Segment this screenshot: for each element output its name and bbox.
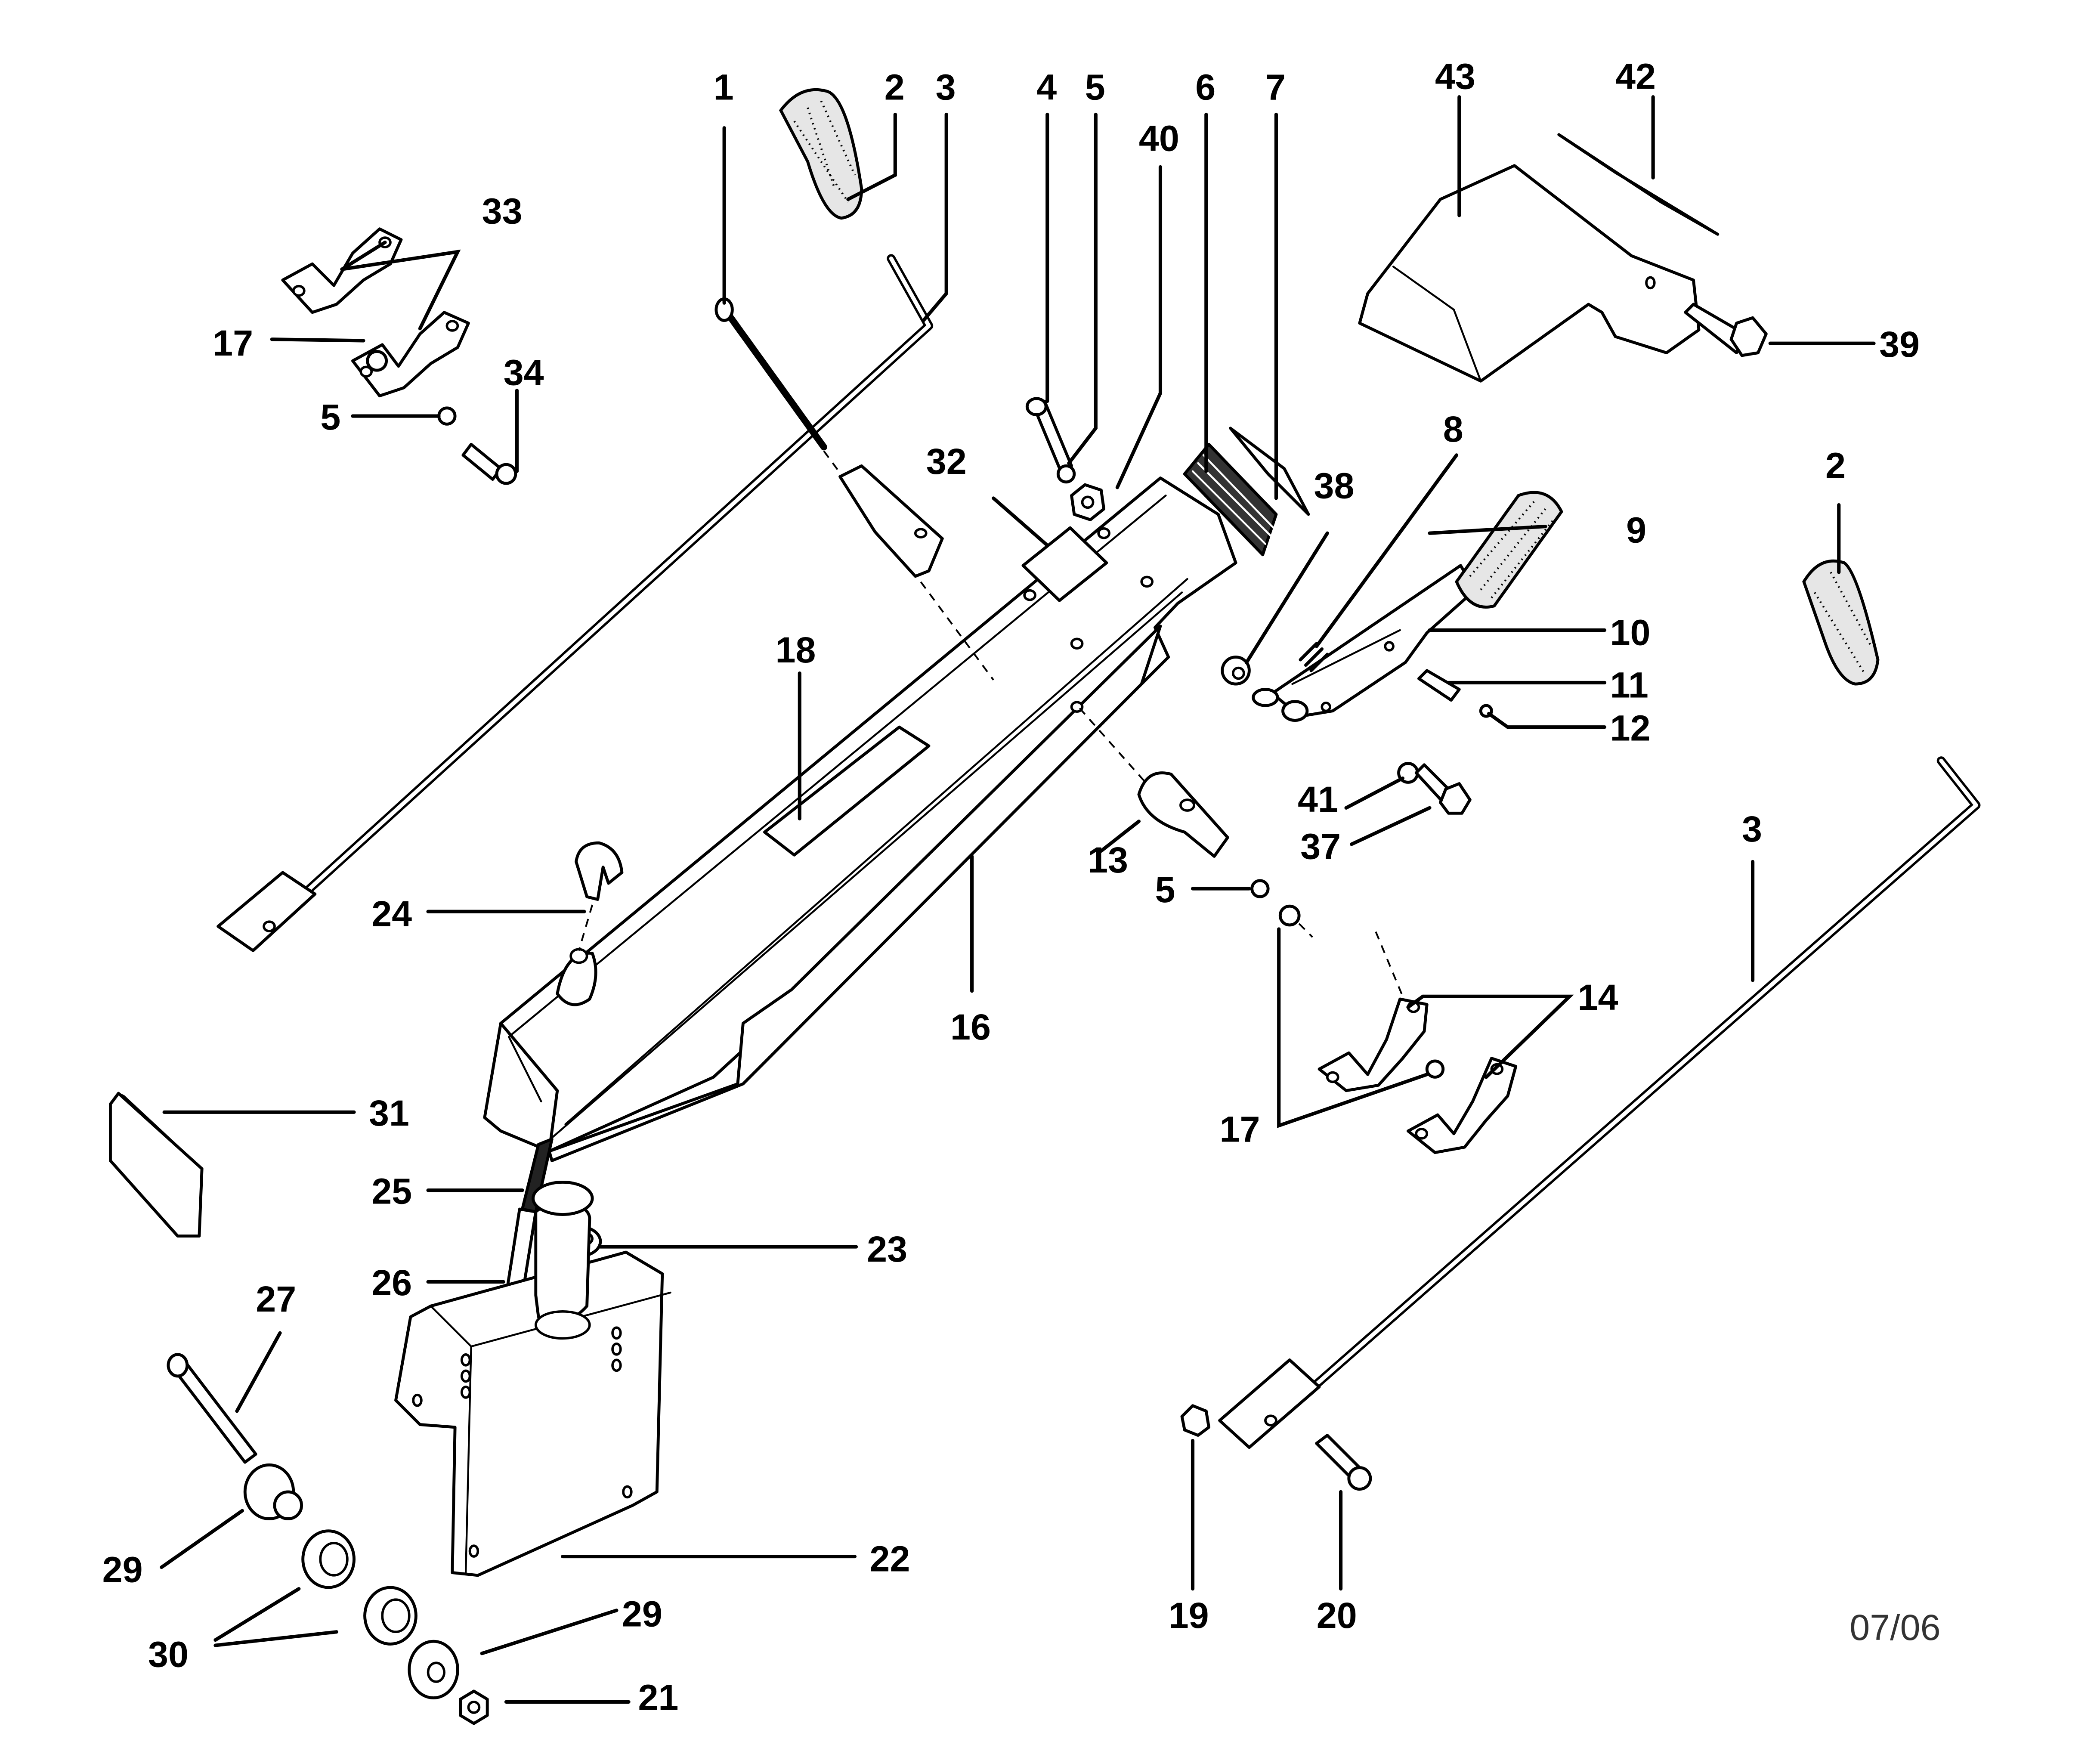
callout-6: 6 <box>1195 67 1215 107</box>
knob-pin-part-24[interactable] <box>575 841 624 951</box>
screw-part-34[interactable] <box>461 442 517 485</box>
callout-5-top: 5 <box>1085 67 1105 107</box>
callout-16: 16 <box>950 1007 991 1047</box>
callout-12: 12 <box>1610 708 1651 748</box>
clamp-part-14-upper[interactable] <box>1318 997 1429 1092</box>
callout-20: 20 <box>1317 1595 1357 1636</box>
callout-23: 23 <box>867 1229 907 1269</box>
callout-1: 1 <box>714 67 734 107</box>
rod-end-part-13[interactable] <box>1137 771 1229 858</box>
callout-labels: 1 2 3 4 5 40 6 7 43 42 39 33 17 5 34 32 … <box>102 56 1941 1717</box>
callout-3-top: 3 <box>936 67 956 107</box>
callout-22: 22 <box>869 1538 910 1579</box>
label-part-32[interactable] <box>1021 526 1108 602</box>
callout-7: 7 <box>1265 67 1286 107</box>
callout-43: 43 <box>1435 56 1475 96</box>
screw-part-20[interactable] <box>1315 1434 1372 1491</box>
callout-21: 21 <box>638 1677 678 1718</box>
bolt-part-27[interactable] <box>167 1353 257 1464</box>
callout-30: 30 <box>148 1634 189 1675</box>
lever-grip-part-9[interactable] <box>1455 491 1563 609</box>
callout-10: 10 <box>1610 612 1651 653</box>
callout-5-left: 5 <box>320 397 340 437</box>
washer-part-5-left[interactable] <box>437 406 457 426</box>
callout-17-top: 17 <box>213 323 253 363</box>
callout-33: 33 <box>482 191 523 231</box>
callout-25: 25 <box>371 1171 412 1212</box>
callout-17-middle: 17 <box>1220 1109 1260 1150</box>
callout-13: 13 <box>1088 840 1128 880</box>
callout-9: 9 <box>1626 510 1646 551</box>
leader-lines <box>160 95 1876 1704</box>
callout-26: 26 <box>371 1262 412 1303</box>
control-rod-part-3-left[interactable] <box>216 254 934 952</box>
callout-8: 8 <box>1443 409 1463 449</box>
bearing-part-30-lower[interactable] <box>363 1586 418 1646</box>
grip-knob-part-2-top[interactable] <box>779 88 863 220</box>
callout-18: 18 <box>775 630 816 670</box>
callout-41: 41 <box>1298 779 1338 820</box>
callout-29-right: 29 <box>622 1594 662 1634</box>
spring-part-8[interactable] <box>1299 642 1329 672</box>
pin-part-11[interactable] <box>1417 669 1461 702</box>
bolt-part-4[interactable] <box>1025 397 1073 473</box>
gasket-part-42[interactable] <box>1557 133 1720 236</box>
callout-39: 39 <box>1879 324 1920 365</box>
callout-38: 38 <box>1314 465 1355 506</box>
callout-40: 40 <box>1139 118 1179 158</box>
bearing-part-30-upper[interactable] <box>301 1529 356 1589</box>
label-part-18[interactable] <box>763 725 931 857</box>
control-rod-part-3-right[interactable] <box>1218 756 1981 1449</box>
callout-31: 31 <box>369 1093 409 1133</box>
callout-5-middle: 5 <box>1155 869 1175 910</box>
nut-part-19[interactable] <box>1180 1404 1210 1437</box>
callout-27: 27 <box>256 1279 296 1319</box>
cover-part-43[interactable] <box>1358 164 1701 383</box>
callout-4: 4 <box>1036 67 1057 107</box>
plate-part-7[interactable] <box>1229 427 1310 516</box>
rod-end-upper[interactable] <box>838 464 944 578</box>
callout-42: 42 <box>1615 56 1656 96</box>
handle-frame-part-16[interactable] <box>483 476 1237 1162</box>
callout-2-top: 2 <box>885 67 905 107</box>
callout-11: 11 <box>1610 665 1648 705</box>
bolt-part-39[interactable] <box>1684 303 1768 357</box>
grip-knob-part-2-right[interactable] <box>1802 559 1880 686</box>
clamp-part-14-lower[interactable] <box>1406 1057 1518 1154</box>
bolt-part-37[interactable] <box>1414 763 1472 815</box>
callout-19: 19 <box>1169 1595 1209 1636</box>
nut-part-38[interactable] <box>1221 656 1251 686</box>
end-cap-part-31[interactable] <box>109 1092 204 1238</box>
clamp-part-33-lower[interactable] <box>351 311 470 398</box>
cam-piece[interactable] <box>1252 688 1309 722</box>
callout-14: 14 <box>1578 977 1618 1018</box>
washer-part-5-top[interactable] <box>1056 464 1076 484</box>
nut-part-21[interactable] <box>459 1689 489 1725</box>
nut-part-40[interactable] <box>1070 483 1106 521</box>
callout-3-right: 3 <box>1742 809 1762 849</box>
bracket-part-22[interactable] <box>394 1181 671 1577</box>
bushing-part-29-upper[interactable] <box>243 1463 303 1520</box>
callout-34: 34 <box>504 353 544 393</box>
date-stamp: 07/06 <box>1849 1607 1940 1648</box>
axis-line-13 <box>1079 708 1145 782</box>
callout-2-right: 2 <box>1825 445 1846 486</box>
callout-24: 24 <box>371 894 412 934</box>
bushing-part-29-lower[interactable] <box>408 1640 459 1699</box>
callout-32: 32 <box>926 441 967 482</box>
washer-part-5-middle[interactable] <box>1250 879 1270 898</box>
nut-part-17-upper[interactable] <box>366 350 388 372</box>
nut-part-17-middle[interactable] <box>1278 904 1313 938</box>
callout-29-left: 29 <box>102 1549 143 1590</box>
callout-37: 37 <box>1300 826 1341 867</box>
axis-line-14 <box>1375 931 1404 997</box>
nut-part-17-lower[interactable] <box>1425 1059 1445 1079</box>
